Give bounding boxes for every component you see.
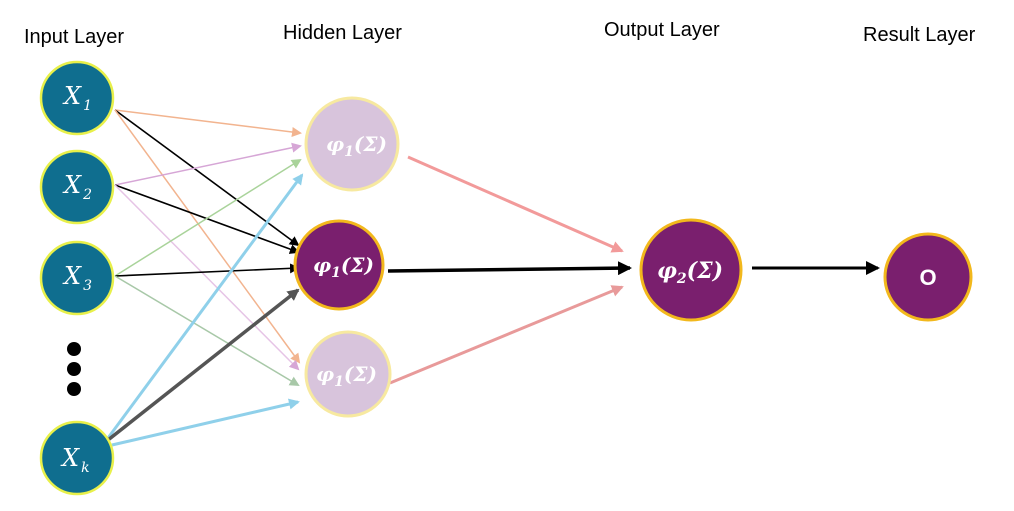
output-node: φ2(Σ) <box>639 218 743 322</box>
input-layer-title: Input Layer <box>24 26 124 48</box>
input-hidden-connections <box>106 109 304 447</box>
output-layer-title: Output Layer <box>604 19 720 41</box>
hidden-node-1: φ1(Σ) <box>304 96 400 192</box>
edge-x1-h2 <box>114 109 300 247</box>
hidden-node-2: φ1(Σ) <box>293 219 385 311</box>
edge-x3-h1 <box>114 158 302 277</box>
result-node: O <box>883 232 973 322</box>
edge-x3-h3 <box>114 275 300 387</box>
result-node-label: O <box>919 265 936 290</box>
edge-x3-h2 <box>114 263 300 277</box>
edge-x1-h1 <box>114 109 302 137</box>
hidden-node-label: φ1(Σ) <box>313 253 374 281</box>
hidden-layer-title: Hidden Layer <box>283 22 402 44</box>
output-node-label: φ2(Σ) <box>657 258 723 287</box>
hidden-node-3: φ1(Σ) <box>304 330 392 418</box>
edge-xk-h1 <box>106 173 304 439</box>
edge-h2-out <box>387 261 632 276</box>
hidden-node-label: φ1(Σ) <box>326 132 387 160</box>
edge-xk-h2 <box>106 288 300 442</box>
ellipsis-dots <box>67 342 81 396</box>
edge-h1-out <box>407 155 624 253</box>
hidden-output-connections <box>387 155 632 385</box>
edge-x1-h3 <box>114 109 301 364</box>
edge-x2-h1 <box>114 142 302 186</box>
edge-x2-h3 <box>114 184 300 371</box>
edge-xk-h3 <box>111 398 300 447</box>
edge-h3-out <box>389 285 624 385</box>
result-layer-title: Result Layer <box>863 24 976 46</box>
hidden-node-label: φ1(Σ) <box>316 362 377 390</box>
